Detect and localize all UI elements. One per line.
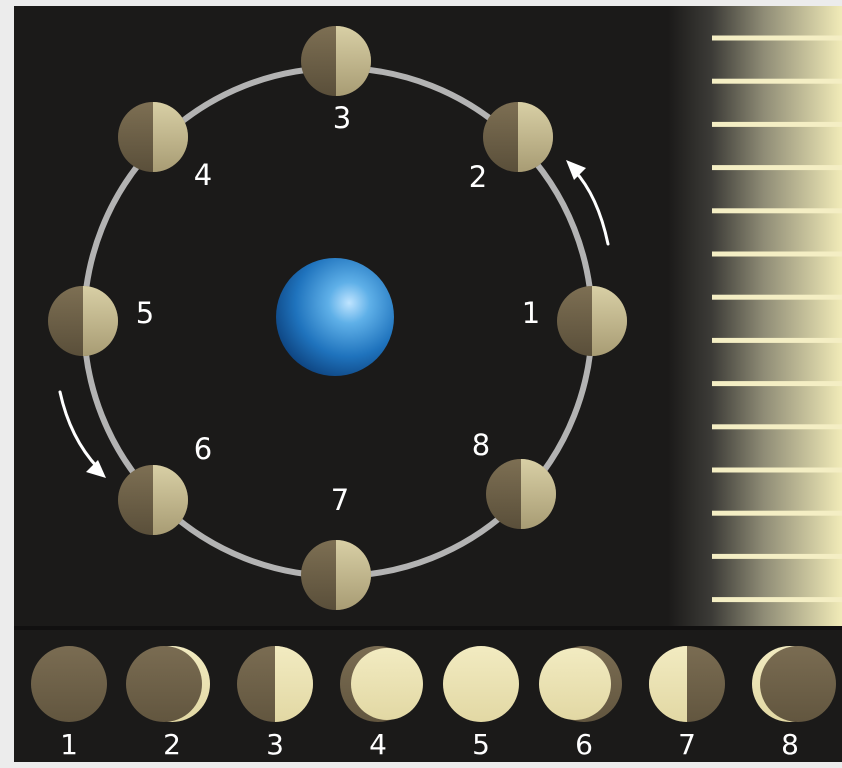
phase-label: 4 [369,728,387,761]
moon-phase-icon [649,646,725,722]
moon-phase-icon [443,646,519,722]
sunlight-ray [712,554,842,559]
panel-divider [14,626,842,630]
orbit-position-label: 2 [469,160,487,194]
orbit-position-label: 4 [194,158,212,192]
orbit-position-label: 5 [136,296,154,330]
moon-icon [301,26,371,96]
sunlight-ray [712,597,842,602]
sunlight-ray [712,424,842,429]
phase-label: 5 [472,728,490,761]
moon-phase-icon [539,646,622,722]
moon-phase-icon [752,646,836,722]
phase-label: 1 [60,728,78,761]
moon-icon [486,459,556,529]
moon-icon [118,465,188,535]
sunlight-ray [712,338,842,343]
sunlight-ray [712,468,842,473]
sunlight-ray [712,295,842,300]
sunlight-ray [712,122,842,127]
orbit-position-label: 7 [331,483,349,517]
orbit-position-label: 1 [522,296,540,330]
sunlight-ray [712,252,842,257]
moon-phase-icon [126,646,210,722]
orbit-position-label: 8 [472,428,490,462]
moon-phase-icon [237,646,313,722]
sunlight-ray [712,381,842,386]
orbit-position-label: 6 [194,432,212,466]
moon-icon [557,286,627,356]
sunlight-panel [668,6,842,626]
sunlight-ray [712,511,842,516]
phase-label: 7 [678,728,696,761]
sunlight-ray [712,79,842,84]
moon-icon [48,286,118,356]
orbit-position-label: 3 [333,101,351,135]
earth-icon [276,258,394,376]
sunlight-ray [712,208,842,213]
phase-label: 6 [575,728,593,761]
phase-label: 2 [163,728,181,761]
sunlight-ray [712,165,842,170]
moon-icon [483,102,553,172]
moon-phase-icon [340,646,423,722]
phase-label: 8 [781,728,799,761]
moon-phase-icon [31,646,107,722]
phase-label: 3 [266,728,284,761]
sunlight-ray [712,36,842,41]
moon-icon [301,540,371,610]
moon-icon [118,102,188,172]
